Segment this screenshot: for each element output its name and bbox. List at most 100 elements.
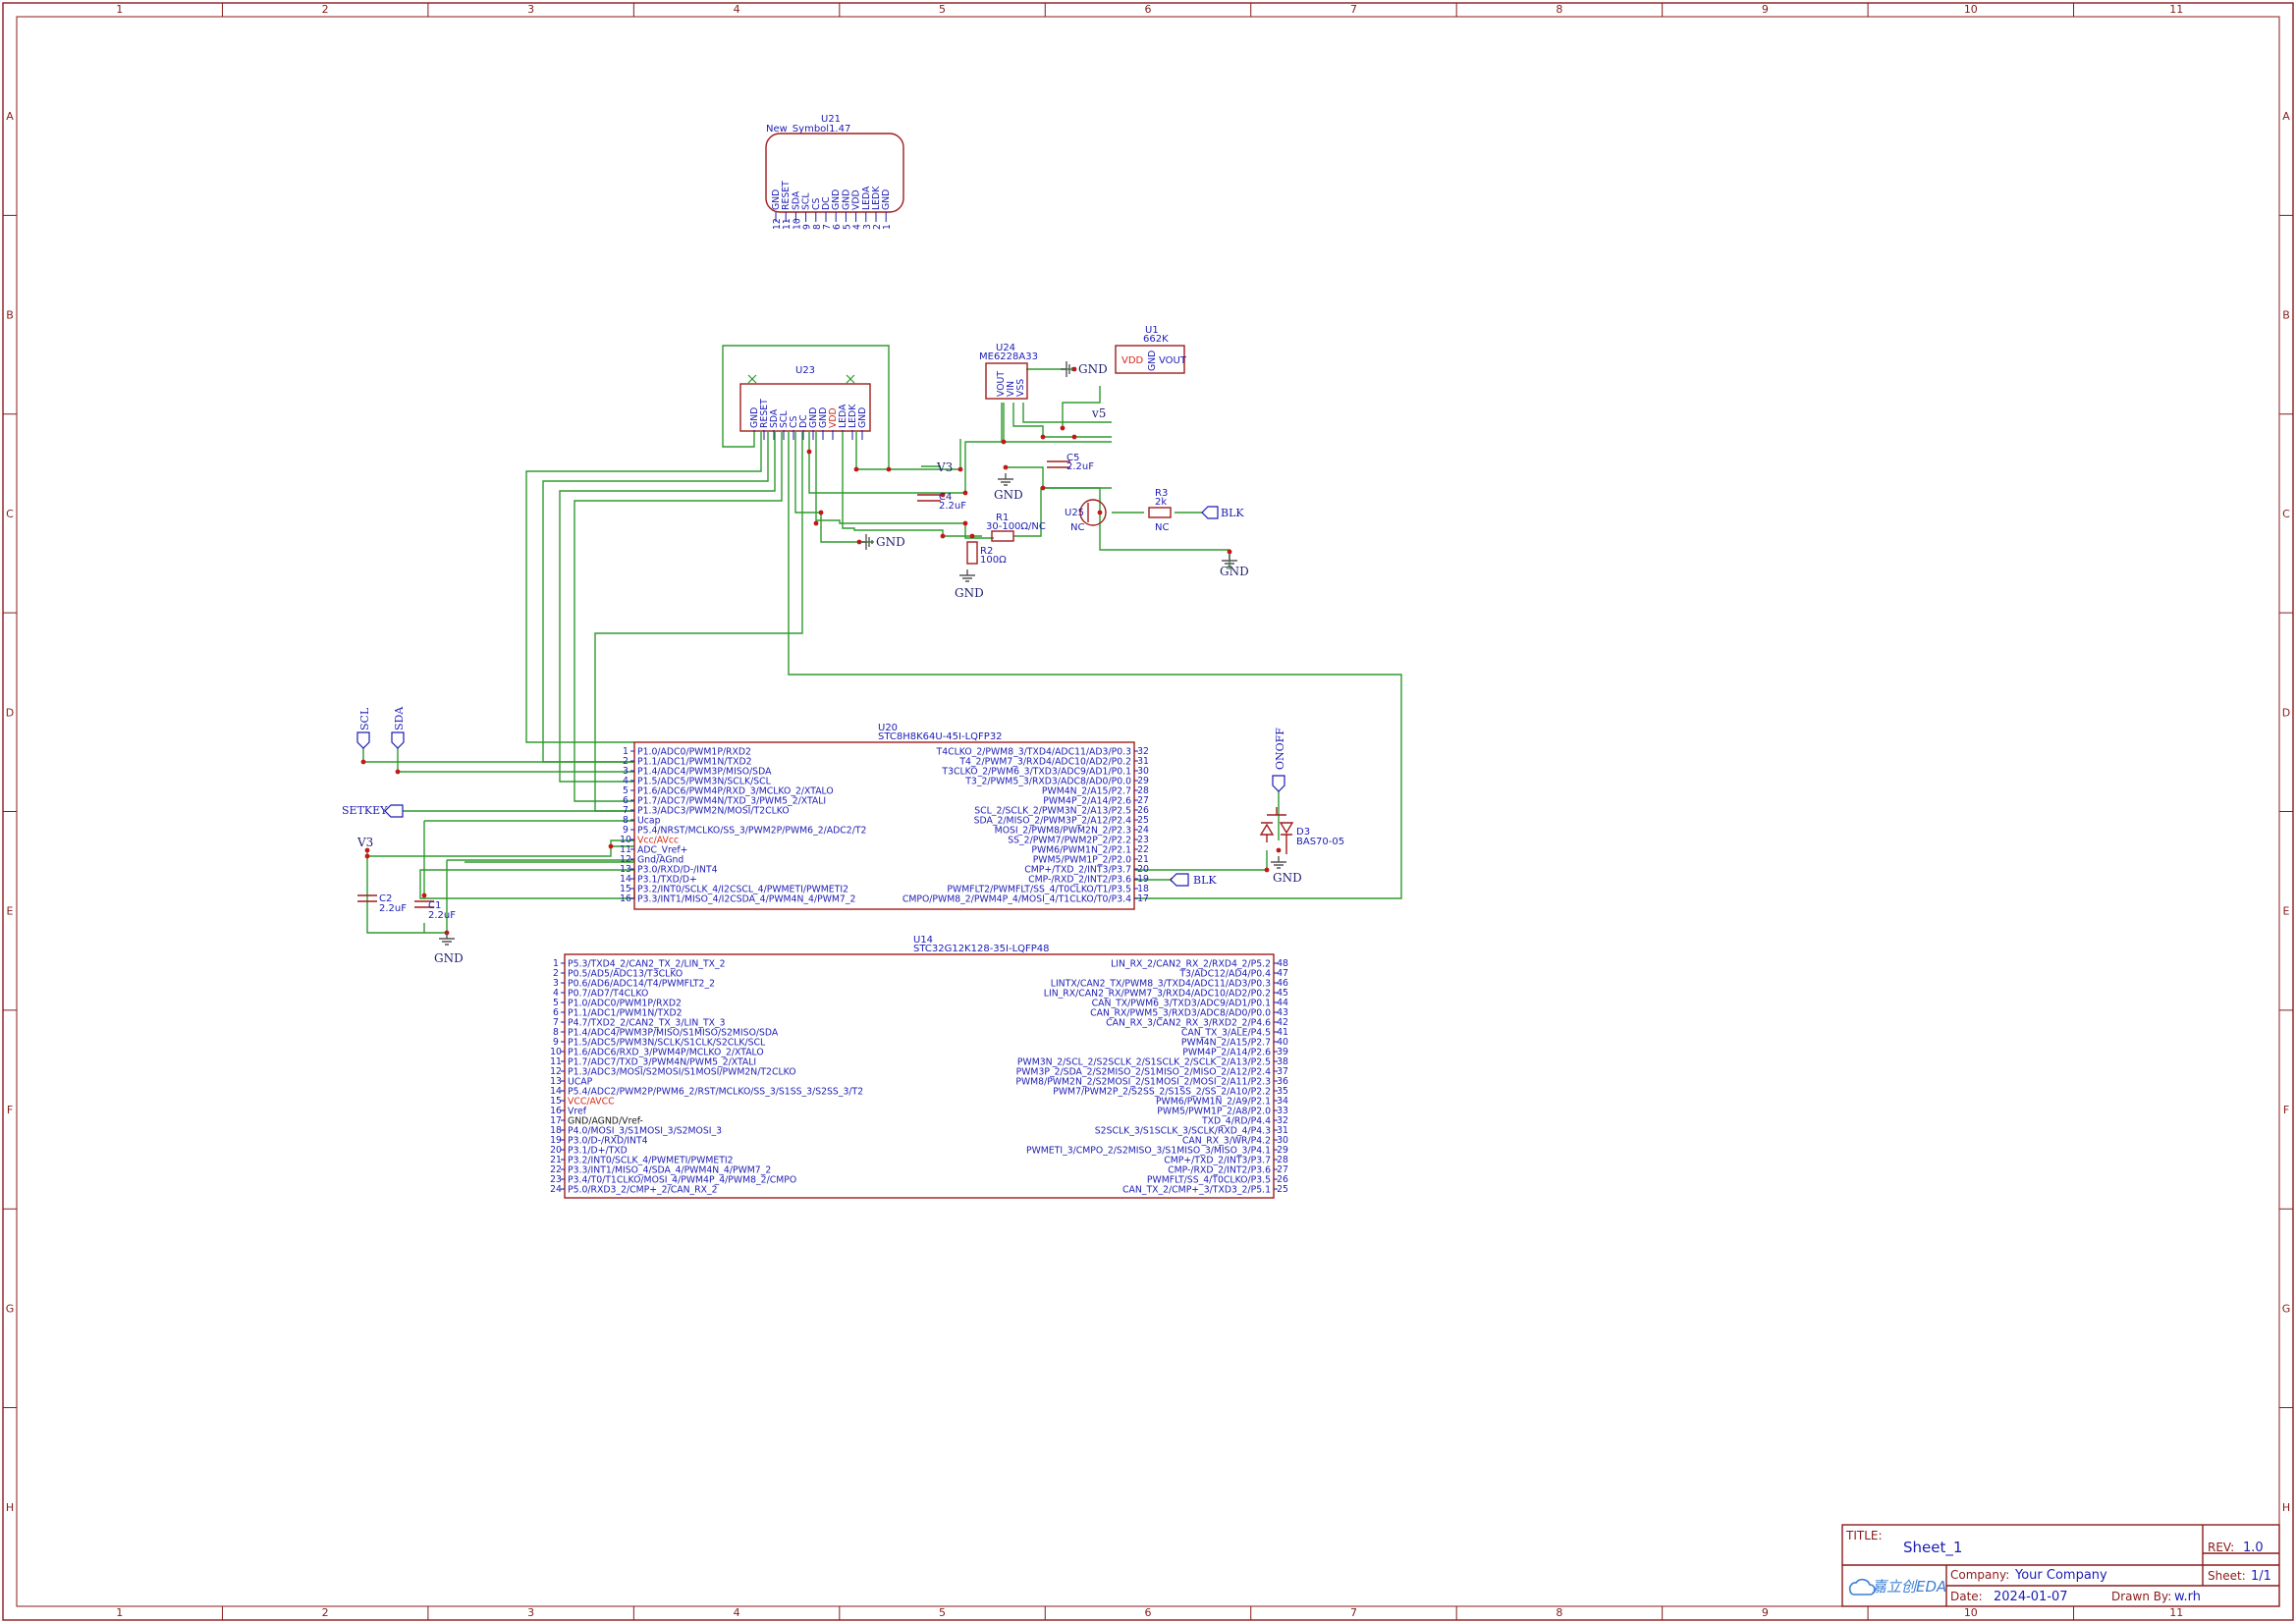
pin-number: 27 xyxy=(1137,795,1149,806)
pin-name: SCL_2/SCLK_2/PWM3N_2/A13/P2.5 xyxy=(974,806,1131,817)
pin-number: 13 xyxy=(620,864,631,875)
u23-ref: U23 xyxy=(795,365,815,376)
pin-name: P4.0/MOSI_3/S1MOSI_3/S2MOSI_3 xyxy=(568,1126,722,1137)
pin-name: P3.3/INT1/MISO_4/SDA_4/PWM4N_4/PWM7_2 xyxy=(568,1165,771,1176)
pin-name: SDA xyxy=(769,408,780,428)
pin-name: GND xyxy=(831,189,842,210)
zone-col-top: 6 xyxy=(1145,3,1152,16)
flag-scl xyxy=(356,731,370,749)
wire-sda-net xyxy=(397,746,634,773)
wire-u23-ledk xyxy=(842,432,944,536)
pin-number: 4 xyxy=(852,224,863,230)
pin-number: 15 xyxy=(620,884,631,894)
net-gnd-r2: GND xyxy=(955,586,984,600)
c2-ref: C2 xyxy=(379,893,392,904)
d3-wires xyxy=(1266,807,1287,854)
pin-name: LEDA xyxy=(838,404,848,428)
pin-number: 33 xyxy=(1277,1106,1288,1116)
zone-col-top: 2 xyxy=(322,3,329,16)
r2-symbol: R2 100Ω xyxy=(966,541,1007,566)
zone-row-right: F xyxy=(2283,1104,2289,1116)
r3-symbol: R3 2k NC xyxy=(1148,488,1172,533)
pin-number: 5 xyxy=(553,998,559,1008)
pin-number: 1 xyxy=(623,746,629,757)
pin-name: P1.4/ADC4/PWM3P/MISO/SDA xyxy=(637,767,772,778)
junction-dot xyxy=(395,769,401,775)
pin-number: 12 xyxy=(620,854,631,865)
pin-name: P5.3/TXD4_2/CAN2_TX_2/LIN_TX_2 xyxy=(568,959,726,970)
junction-dot xyxy=(886,466,892,472)
junction-dot xyxy=(962,520,968,526)
pin-name: PWM6/PWM1N_2/P2.1 xyxy=(1031,845,1131,856)
pin-number: 9 xyxy=(623,825,629,836)
cloud-logo-icon xyxy=(1848,1578,1876,1596)
wire-u23-gnd4 xyxy=(855,432,889,470)
pin-name: P0.5/AD5/ADC13/T3CLKO xyxy=(568,969,683,980)
u25-body xyxy=(1079,499,1107,526)
tb-date-label: Date: xyxy=(1950,1590,1983,1603)
u24-symbol: U24 ME6228A33 VOUT VIN VSS xyxy=(979,343,1038,400)
u23-body xyxy=(739,383,871,432)
zone-row-left: G xyxy=(6,1302,15,1315)
pin-number: 23 xyxy=(1137,835,1149,845)
junction-dot xyxy=(853,466,859,472)
zone-row-left: H xyxy=(6,1501,14,1514)
pin-number: 48 xyxy=(1277,958,1288,969)
pin-name: P1.7/ADC7/PWM4N/TXD_3/PWM5_2/XTALI xyxy=(637,796,826,807)
net-gnd-u25: GND xyxy=(1220,565,1249,578)
pin-name: CAN_RX_3/WR/P4.2 xyxy=(1182,1136,1271,1147)
pin-number: 34 xyxy=(1277,1096,1288,1107)
u1-pin-gnd: GND xyxy=(1147,351,1158,371)
pin-name: CS xyxy=(789,416,799,428)
pin-name: P1.3/ADC3/MOSI/S2MOSI/S1MOSI/PWM2N/T2CLK… xyxy=(568,1067,796,1078)
tb-rev-label: REV: xyxy=(2208,1541,2234,1554)
pin-name: Vref xyxy=(568,1107,587,1117)
zone-col-bottom: 4 xyxy=(734,1606,740,1619)
pin-number: 39 xyxy=(1277,1047,1288,1057)
r2-value: 100Ω xyxy=(980,555,1007,566)
tb-rev: 1.0 xyxy=(2243,1541,2264,1555)
net-gnd-u23: GND xyxy=(876,535,905,549)
tb-logo: 嘉立创EDA xyxy=(1872,1578,1946,1596)
pin-name: PWM4N_2/A15/P2.7 xyxy=(1181,1038,1271,1049)
pin-name: CAN_TX/PWM6_3/TXD3/ADC9/AD1/P0.1 xyxy=(1092,999,1271,1009)
pin-number: 37 xyxy=(1277,1066,1288,1077)
junction-dot xyxy=(364,853,370,859)
pin-name: LEDA xyxy=(861,186,872,210)
zone-col-bottom: 5 xyxy=(939,1606,946,1619)
r3-ref: R3 xyxy=(1155,488,1168,499)
u1-body xyxy=(1115,345,1185,374)
zone-row-right: A xyxy=(2282,110,2290,123)
pin-name: PWMFLT/SS_4/T0CLKO/P3.5 xyxy=(1147,1175,1271,1186)
pin-number: 8 xyxy=(623,815,629,826)
pin-name: P5.4/NRST/MCLKO/SS_3/PWM2P/PWM6_2/ADC2/T… xyxy=(637,826,866,837)
pin-name: P0.6/AD6/ADC14/T4/PWMFLT2_2 xyxy=(568,979,715,990)
pin-name: GND xyxy=(818,407,829,428)
pin-name: PWM3P_2/SDA_2/S2MISO_2/S1MISO_2/MISO_2/A… xyxy=(1016,1067,1271,1078)
pin-name: CMP+/TXD_2/INT3/P3.7 xyxy=(1024,865,1131,876)
pin-number: 21 xyxy=(550,1155,562,1165)
pin-number: 3 xyxy=(862,224,873,230)
c2-symbol: C2 2.2uF xyxy=(357,893,407,914)
pin-name: P5.4/ADC2/PWM2P/PWM6_2/RST/MCLKO/SS_3/S1… xyxy=(568,1087,863,1098)
pin-number: 11 xyxy=(782,218,793,230)
r2-ref: R2 xyxy=(980,546,993,557)
u20-ref: U20 xyxy=(878,723,898,733)
pin-number: 35 xyxy=(1277,1086,1288,1097)
junction-dot xyxy=(818,510,824,515)
pin-name: PWMFLT2/PWMFLT/SS_4/T0CLKO/T1/P3.5 xyxy=(947,885,1131,895)
d3-ref: D3 xyxy=(1296,827,1310,838)
junction-dot xyxy=(1040,485,1046,491)
net-v3-left: V3 xyxy=(356,836,373,849)
u1-symbol: U1 662K VDD GND VOUT xyxy=(1115,325,1187,374)
c1-symbol: C1 2.2uF xyxy=(414,900,456,921)
zone-row-left: B xyxy=(6,309,14,322)
net-blk-right: BLK xyxy=(1221,507,1244,519)
flag-blk-u20 xyxy=(1170,873,1189,887)
c5-symbol: C5 2.2uF xyxy=(1047,453,1094,472)
net-scl: SCL xyxy=(358,707,371,730)
pin-number: 38 xyxy=(1277,1056,1288,1067)
ground-icon xyxy=(959,569,975,582)
u24-pin-vss: VSS xyxy=(1015,379,1026,397)
